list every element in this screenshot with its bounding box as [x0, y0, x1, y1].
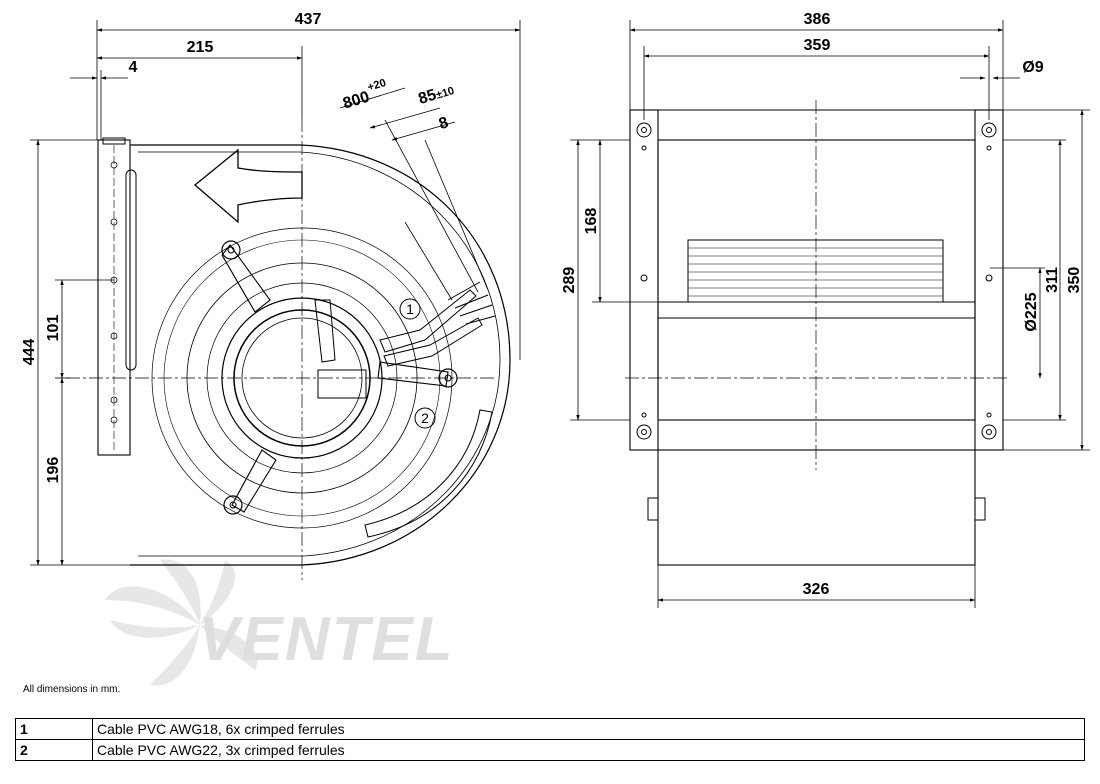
dim-dia-9: Ø9: [1022, 59, 1043, 76]
dim-800-tol: +20: [366, 77, 387, 94]
side-dimensions: [570, 20, 1090, 608]
units-note: All dimensions in mm.: [23, 684, 121, 695]
front-dimensions: [30, 20, 521, 566]
dim-196: 196: [45, 457, 62, 484]
callout-1: 1: [406, 301, 414, 317]
legend-row: 1 Cable PVC AWG18, 6x crimped ferrules: [15, 718, 1085, 740]
dim-311: 311: [1044, 267, 1061, 293]
legend-row: 2 Cable PVC AWG22, 3x crimped ferrules: [15, 739, 1085, 761]
side-view: [625, 100, 1010, 566]
cable-legend-table: 1 Cable PVC AWG18, 6x crimped ferrules 2…: [15, 718, 1085, 761]
dim-359: 359: [804, 37, 831, 54]
dim-350: 350: [1066, 267, 1083, 294]
dim-168: 168: [583, 208, 600, 235]
dim-dia-225: Ø225: [1023, 292, 1040, 331]
legend-text: Cable PVC AWG22, 3x crimped ferrules: [92, 739, 1085, 761]
dim-326: 326: [803, 581, 830, 598]
dim-444: 444: [21, 339, 38, 366]
dim-215: 215: [187, 39, 214, 56]
dim-4: 4: [129, 59, 138, 76]
ventel-watermark: VENTEL: [105, 559, 455, 686]
dim-85-tol: ±10: [435, 85, 456, 102]
callout-2: 2: [421, 410, 429, 426]
dim-800: 800: [341, 89, 372, 113]
legend-num: 2: [15, 739, 93, 761]
dim-85: 85: [416, 86, 438, 107]
legend-num: 1: [15, 718, 93, 740]
dim-289: 289: [561, 267, 578, 294]
legend-text: Cable PVC AWG18, 6x crimped ferrules: [92, 718, 1085, 740]
front-view: [66, 118, 511, 580]
dim-386: 386: [804, 11, 831, 28]
dim-437: 437: [295, 11, 322, 28]
side-dim-labels: 386 359 Ø9 289 168 350 311 Ø225 326: [561, 11, 1083, 598]
watermark-text: VENTEL: [198, 605, 455, 674]
dim-101: 101: [45, 315, 62, 342]
